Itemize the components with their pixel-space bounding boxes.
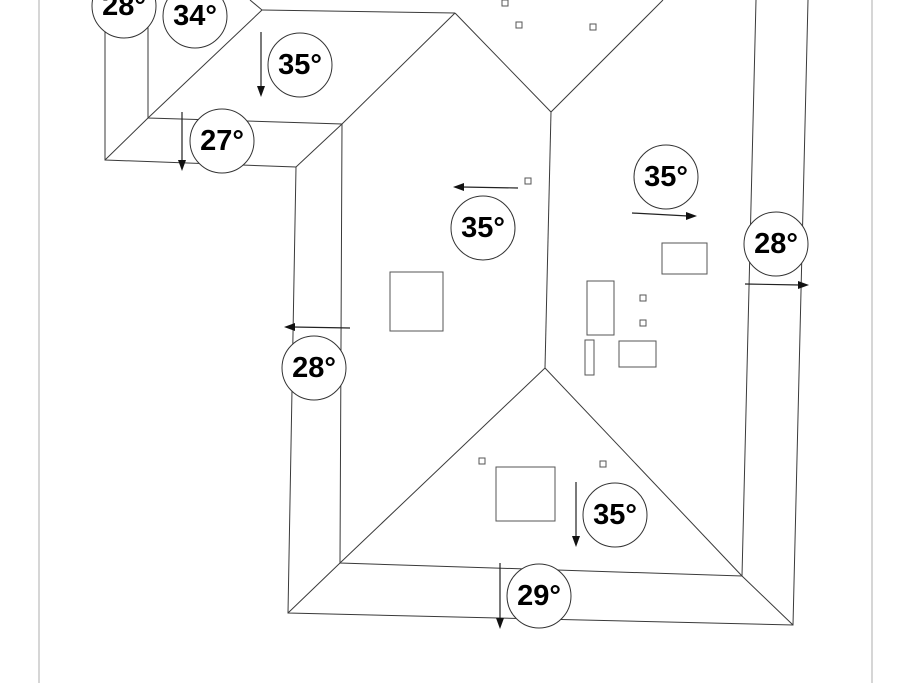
slope-arrows xyxy=(178,32,809,629)
roof-features xyxy=(389,0,708,522)
pitch-badge: 28° xyxy=(743,211,809,277)
svg-text:35°: 35° xyxy=(593,499,637,531)
svg-text:35°: 35° xyxy=(461,212,505,244)
slope-arrow-down xyxy=(257,32,265,97)
svg-text:35°: 35° xyxy=(278,49,322,81)
vent xyxy=(501,0,509,7)
slope-arrow-down xyxy=(572,482,580,547)
vent xyxy=(524,177,532,185)
slope-arrow-right xyxy=(631,212,697,220)
svg-text:28°: 28° xyxy=(292,352,336,384)
skylight xyxy=(586,280,615,336)
slope-arrow-right xyxy=(744,281,809,289)
pitch-badge: 35° xyxy=(267,32,333,98)
pitch-badge: 35° xyxy=(633,144,699,210)
page-frame xyxy=(38,0,873,683)
pitch-badge: 28° xyxy=(281,335,347,401)
skylight xyxy=(389,271,444,332)
svg-text:29°: 29° xyxy=(517,580,561,612)
svg-text:28°: 28° xyxy=(102,0,146,22)
pitch-badge: 35° xyxy=(450,195,516,261)
pitch-badge: 35° xyxy=(582,482,648,548)
svg-text:34°: 34° xyxy=(173,0,217,32)
skylight xyxy=(495,466,556,522)
vent xyxy=(639,294,647,302)
vent xyxy=(639,319,647,327)
vent xyxy=(515,21,523,29)
pitch-badge: 29° xyxy=(506,563,572,629)
svg-text:27°: 27° xyxy=(200,125,244,157)
slope-arrow-down xyxy=(178,112,186,171)
pitch-badges: 28° 34° 35° 27° 35° 35° 28° 28° xyxy=(91,0,809,629)
skylight xyxy=(618,340,657,368)
pitch-badge: 34° xyxy=(162,0,228,49)
pitch-badge: 27° xyxy=(189,108,255,174)
pitch-badge: 28° xyxy=(91,0,157,39)
slope-arrow-down xyxy=(496,563,504,629)
slope-arrow-left xyxy=(284,323,351,331)
skylight xyxy=(661,242,708,275)
svg-text:35°: 35° xyxy=(644,161,688,193)
vent xyxy=(599,460,607,468)
vent xyxy=(589,23,597,31)
vent xyxy=(478,457,486,465)
skylight xyxy=(584,339,595,376)
slope-arrow-left xyxy=(453,183,519,191)
roof-outline xyxy=(104,0,809,626)
svg-text:28°: 28° xyxy=(754,228,798,260)
